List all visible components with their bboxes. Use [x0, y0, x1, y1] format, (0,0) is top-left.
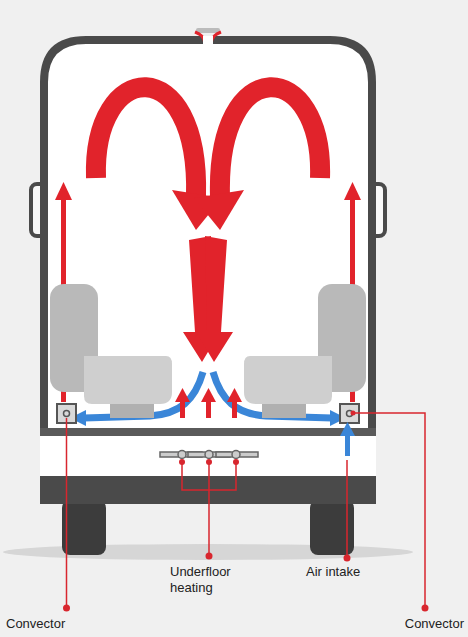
convector-label: Convector — [374, 616, 464, 632]
convector-label: Convector — [6, 616, 116, 632]
intake-label: Air intake — [306, 564, 396, 580]
heating-label: Underfloor heating — [170, 564, 252, 596]
